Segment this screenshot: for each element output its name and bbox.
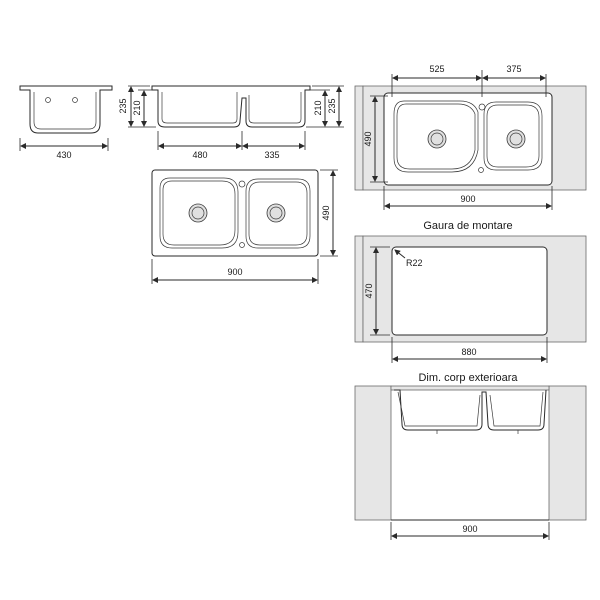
front-height-outer-left: 235 bbox=[118, 98, 128, 113]
front-height-inner-right: 210 bbox=[313, 100, 323, 115]
cutout-width-label: 880 bbox=[461, 347, 476, 357]
installed-small-bowl-label: 375 bbox=[506, 64, 521, 74]
installed-top-view: 525 375 490 900 bbox=[354, 64, 587, 210]
top-overflow-hole bbox=[239, 242, 245, 248]
top-tap-hole bbox=[238, 180, 246, 188]
side-view-profile: 430 bbox=[19, 85, 113, 160]
side-tap-hole bbox=[72, 97, 78, 103]
front-bowl-large-width: 480 bbox=[192, 150, 207, 160]
top-drain-large bbox=[188, 203, 208, 223]
front-section-view: 235 210 210 235 480 335 bbox=[118, 85, 344, 160]
top-view: 900 490 bbox=[151, 169, 338, 284]
cutout-depth-label: 470 bbox=[364, 283, 374, 298]
top-drain-small bbox=[266, 203, 286, 223]
cutout-radius-label: R22 bbox=[406, 258, 423, 268]
front-height-inner-left: 210 bbox=[132, 100, 142, 115]
cutout-view: Gaura de montare R22 470 880 bbox=[354, 220, 587, 363]
installed-depth-label: 490 bbox=[363, 131, 373, 146]
outer-body-view: Dim. corp exterioara 900 bbox=[354, 372, 587, 540]
installed-width-label: 900 bbox=[460, 194, 475, 204]
cutout-title: Gaura de montare bbox=[423, 220, 512, 232]
top-depth-label: 490 bbox=[321, 205, 331, 220]
outer-body-title: Dim. corp exterioara bbox=[418, 372, 518, 384]
installed-tap-hole bbox=[478, 103, 486, 111]
installed-drain-small bbox=[506, 129, 526, 149]
installed-drain-large bbox=[427, 129, 447, 149]
side-width-label: 430 bbox=[56, 150, 71, 160]
front-bowl-small-width: 335 bbox=[264, 150, 279, 160]
top-width-label: 900 bbox=[227, 267, 242, 277]
installed-overflow-hole bbox=[478, 167, 484, 173]
installed-large-bowl-label: 525 bbox=[429, 64, 444, 74]
cutout-hole bbox=[391, 246, 548, 336]
front-height-outer-right: 235 bbox=[327, 98, 337, 113]
outer-body-width-label: 900 bbox=[462, 524, 477, 534]
side-overflow-hole bbox=[45, 97, 51, 103]
